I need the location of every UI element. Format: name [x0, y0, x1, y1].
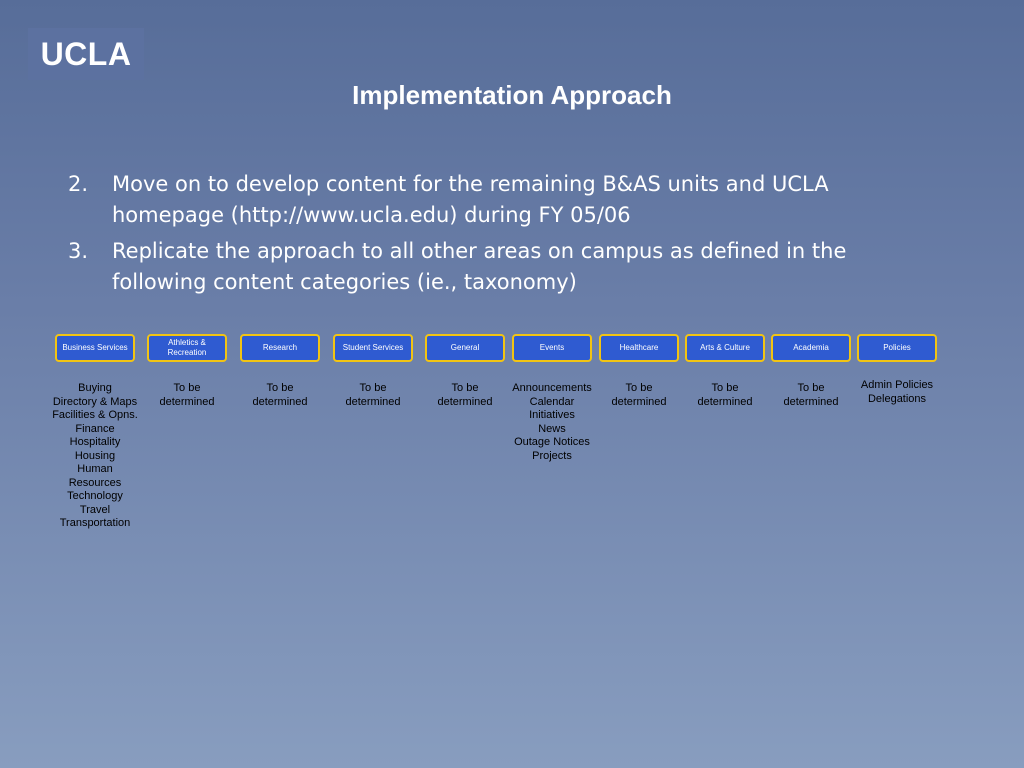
- list-item: 2. Move on to develop content for the re…: [68, 169, 848, 231]
- category-items: To be determined: [417, 382, 513, 409]
- category-items: To be determined: [325, 382, 421, 409]
- category-item: Technology: [67, 490, 123, 502]
- category-items: Buying Directory & Maps Facilities & Opn…: [47, 382, 143, 531]
- list-item-number: 2.: [68, 172, 89, 196]
- category-column: Policies Admin Policies Delegations: [849, 334, 945, 406]
- category-button-general[interactable]: General: [425, 334, 505, 362]
- category-item: determined: [697, 395, 753, 408]
- list-item: 3. Replicate the approach to all other a…: [68, 236, 848, 298]
- category-item: Finance: [75, 422, 115, 435]
- category-item: To be: [711, 382, 739, 394]
- category-column: Research To be determined: [232, 334, 328, 409]
- category-button-policies[interactable]: Policies: [857, 334, 937, 362]
- category-item: Initiatives: [529, 409, 575, 421]
- category-items: Announcements Calendar Initiatives News …: [504, 382, 600, 463]
- category-column: General To be determined: [417, 334, 513, 409]
- category-button-research[interactable]: Research: [240, 334, 320, 362]
- category-item: Resources: [68, 476, 122, 489]
- category-item: determined: [345, 395, 401, 408]
- category-column: Academia To be determined: [763, 334, 859, 409]
- category-column: Student Services To be determined: [325, 334, 421, 409]
- category-item: Admin Policies: [860, 379, 934, 391]
- category-item: Directory & Maps: [52, 395, 138, 408]
- list-item-text: Replicate the approach to all other area…: [112, 239, 847, 294]
- category-items: To be determined: [139, 382, 235, 409]
- category-item: To be: [797, 382, 825, 394]
- category-column: Events Announcements Calendar Initiative…: [504, 334, 600, 463]
- category-item: Facilities & Opns.: [52, 409, 138, 421]
- category-button-arts-culture[interactable]: Arts & Culture: [685, 334, 765, 362]
- category-item: News: [538, 422, 566, 435]
- category-item: Hospitality: [69, 436, 121, 448]
- category-items: Admin Policies Delegations: [849, 379, 945, 406]
- category-item: To be: [266, 382, 294, 394]
- category-button-student-services[interactable]: Student Services: [333, 334, 413, 362]
- category-item: Calendar: [529, 395, 575, 408]
- slide-title: Implementation Approach: [352, 80, 672, 110]
- category-button-events[interactable]: Events: [512, 334, 592, 362]
- category-item: Travel: [79, 503, 111, 516]
- category-item: To be: [173, 382, 201, 394]
- category-item: To be: [359, 382, 387, 394]
- category-column: Business Services Buying Directory & Map…: [47, 334, 143, 531]
- list-item-text: Move on to develop content for the remai…: [112, 172, 829, 227]
- category-item: Buying: [78, 382, 112, 394]
- category-item: Delegations: [867, 392, 927, 405]
- category-button-business-services[interactable]: Business Services: [55, 334, 135, 362]
- category-item: Human: [77, 463, 113, 475]
- list-item-number: 3.: [68, 239, 89, 263]
- category-item: determined: [437, 395, 493, 408]
- category-item: Announcements: [512, 382, 592, 394]
- category-items: To be determined: [763, 382, 859, 409]
- category-items: To be determined: [591, 382, 687, 409]
- category-item: determined: [252, 395, 308, 408]
- category-item: Outage Notices: [514, 436, 590, 448]
- category-column: Athletics & Recreation To be determined: [139, 334, 235, 409]
- category-item: determined: [159, 395, 215, 408]
- category-button-healthcare[interactable]: Healthcare: [599, 334, 679, 362]
- category-items: To be determined: [232, 382, 328, 409]
- logo-text: UCLA: [40, 36, 132, 72]
- category-item: Housing: [74, 449, 116, 462]
- category-button-athletics-recreation[interactable]: Athletics & Recreation: [147, 334, 227, 362]
- numbered-list: 2. Move on to develop content for the re…: [68, 169, 848, 303]
- category-item: Transportation: [59, 517, 131, 529]
- category-item: Projects: [532, 449, 572, 462]
- category-item: determined: [611, 395, 667, 408]
- ucla-logo: UCLA: [28, 28, 144, 80]
- category-item: determined: [783, 395, 839, 408]
- category-column: Arts & Culture To be determined: [677, 334, 773, 409]
- category-column: Healthcare To be determined: [591, 334, 687, 409]
- category-item: To be: [625, 382, 653, 394]
- category-items: To be determined: [677, 382, 773, 409]
- category-item: To be: [451, 382, 479, 394]
- content-categories: Business Services Buying Directory & Map…: [0, 334, 1024, 754]
- category-button-academia[interactable]: Academia: [771, 334, 851, 362]
